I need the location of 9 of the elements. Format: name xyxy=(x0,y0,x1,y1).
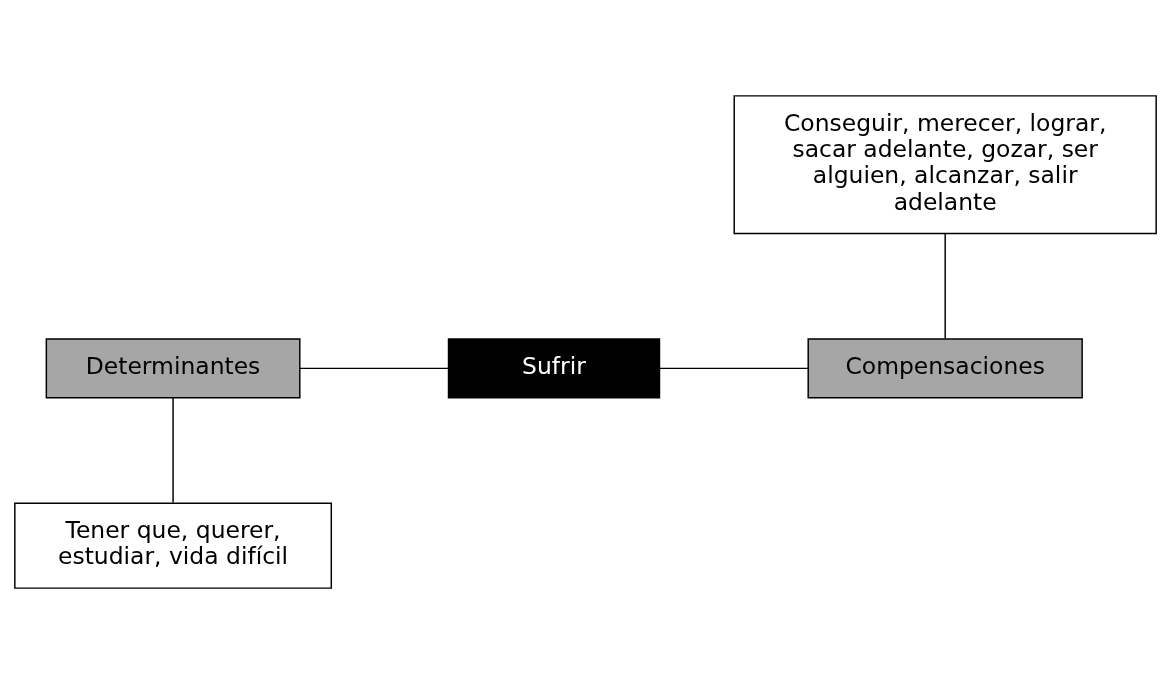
node-box: Compensaciones xyxy=(807,337,1083,398)
connector xyxy=(659,367,809,369)
node-box: Tener que, querer, estudiar, vida difícil xyxy=(14,501,333,589)
node-box: Sufrir xyxy=(447,337,661,398)
node-box: Determinantes xyxy=(45,337,301,398)
connector xyxy=(944,232,946,339)
connector xyxy=(172,396,174,503)
connector xyxy=(299,367,450,369)
node-box: Conseguir, merecer, lograr, sacar adelante, gozar, ser alguien, alcanzar, salir adelante xyxy=(733,94,1157,234)
